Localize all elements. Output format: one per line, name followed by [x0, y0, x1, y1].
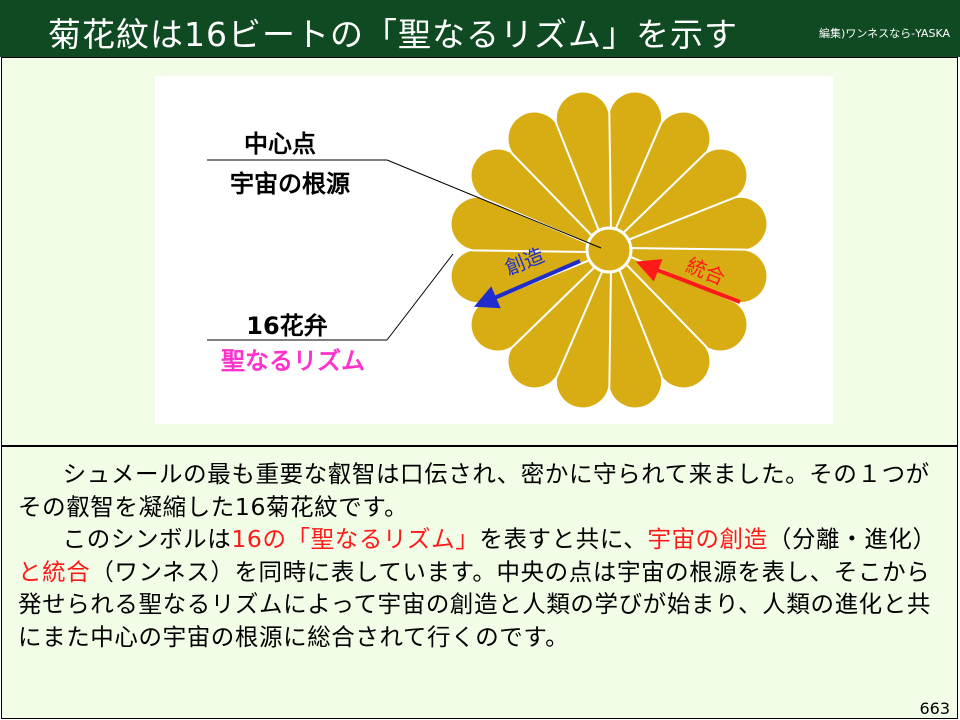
- center-leader-line: [386, 159, 602, 249]
- page-number: 663: [919, 699, 950, 718]
- petal-shape: [554, 90, 612, 233]
- petal-shape: [469, 147, 597, 246]
- creation-arrow: [473, 259, 581, 309]
- petal-shape: [506, 110, 605, 238]
- petal: [554, 267, 612, 410]
- title-bar: 菊花紋は16ビートの「聖なるリズム」を示す 編集)ワンネスなら-YASKA: [0, 0, 960, 57]
- petal-shape: [626, 195, 769, 253]
- paragraph-2: このシンボルは16の「聖なるリズム」を表すと共に、宇宙の創造（分離・進化） と統合…: [18, 523, 938, 653]
- petal-shape: [506, 262, 605, 390]
- chrysanthemum-figure: 中心点 宇宙の根源 16花弁 聖なるリズム 創造 統合: [155, 76, 833, 424]
- petal: [506, 262, 605, 390]
- petal: [626, 195, 769, 253]
- chrysanthemum-diagram: 中心点 宇宙の根源 16花弁 聖なるリズム 創造 統合: [207, 90, 769, 410]
- petal: [606, 90, 664, 233]
- petal-shape: [621, 147, 749, 246]
- p2-highlight-rhythm: 16の「聖なるリズム」: [231, 525, 480, 553]
- center-label-2: 宇宙の根源: [230, 170, 350, 198]
- center-circle: [585, 226, 633, 274]
- p2-text-g: （ワンネス）を同時に表しています。中央の点は宇宙の根源を表し、そこから発せられる…: [18, 557, 931, 651]
- petal: [613, 110, 712, 238]
- petal: [621, 147, 749, 246]
- center-label-1: 中心点: [244, 130, 316, 158]
- petal-shape: [606, 267, 664, 410]
- body-text: シュメールの最も重要な叡智は口伝され、密かに守られて来ました。その１つがその叡智…: [18, 458, 938, 653]
- p2-highlight-creation: 宇宙の創造: [647, 525, 768, 553]
- paragraph-1: シュメールの最も重要な叡智は口伝され、密かに守られて来ました。その１つがその叡智…: [18, 460, 930, 521]
- p2-text-e: （分離・進化）: [767, 525, 937, 553]
- credit-text: 編集)ワンネスなら-YASKA: [819, 27, 950, 40]
- petal-shape: [613, 110, 712, 238]
- p2-text-a: このシンボルは: [62, 525, 232, 553]
- petal-label-1: 16花弁: [246, 312, 327, 340]
- slide-title: 菊花紋は16ビートの「聖なるリズム」を示す: [48, 15, 738, 54]
- p2-highlight-integration: と統合: [18, 557, 91, 586]
- petal-label-2: 聖なるリズム: [221, 347, 365, 375]
- petal-shape: [606, 90, 664, 233]
- petal: [506, 110, 605, 238]
- petal: [554, 90, 612, 233]
- text-panel: [1, 446, 958, 719]
- p2-text-c: を表すと共に、: [479, 525, 648, 553]
- integration-arrow: [635, 259, 741, 304]
- petal: [606, 267, 664, 410]
- petal: [613, 262, 712, 390]
- petal-leader-line: [386, 253, 454, 341]
- petal-shape: [613, 262, 712, 390]
- petal-shape: [554, 267, 612, 410]
- petal: [469, 147, 597, 246]
